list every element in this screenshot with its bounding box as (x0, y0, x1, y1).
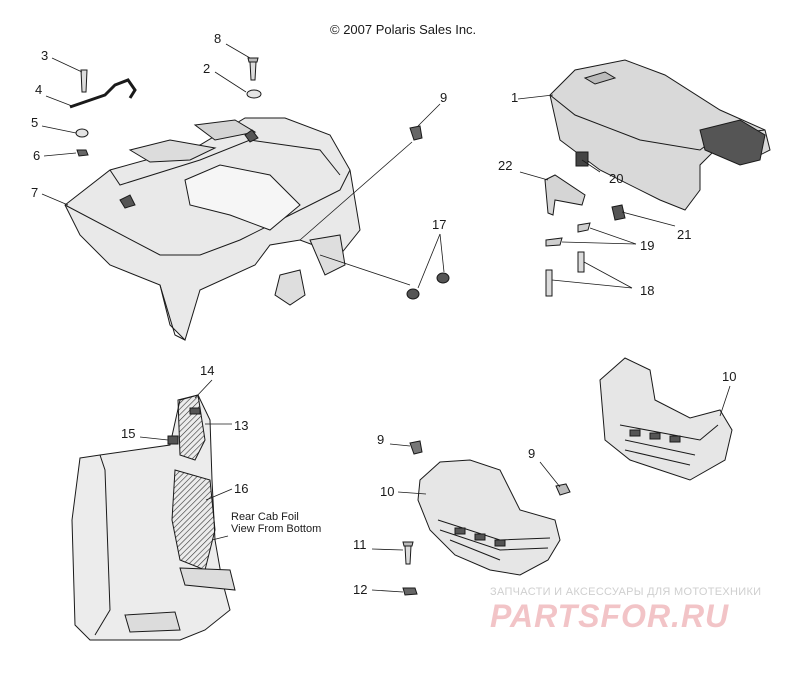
callout-1: 1 (511, 90, 519, 105)
foil-view-note-line1: Rear Cab Foil (231, 511, 299, 523)
callout-9-center: 9 (377, 432, 385, 447)
callout-7: 7 (31, 185, 39, 200)
callout-18: 18 (640, 283, 655, 298)
callout-10-center: 10 (380, 484, 395, 499)
watermark-tagline: ЗАПЧАСТИ И АКСЕССУАРЫ ДЛЯ МОТОТЕХНИКИ (490, 586, 762, 598)
callout-20: 20 (609, 171, 624, 186)
watermark-logo: PARTSFOR.RU (490, 598, 730, 634)
rear-cab-fender (64, 117, 361, 341)
copyright-text: © 2007 Polaris Sales Inc. (330, 22, 477, 37)
callout-21: 21 (677, 227, 692, 242)
hardware-top-left (69, 57, 450, 300)
callout-13: 13 (234, 418, 249, 433)
callout-2: 2 (203, 61, 211, 76)
callout-9-right: 9 (528, 446, 536, 461)
foil-view-note: Rear Cab Foil View From Bottom (231, 511, 321, 535)
callout-10-right: 10 (722, 369, 737, 384)
foil-view-note-line2: View From Bottom (231, 523, 322, 535)
callout-15: 15 (121, 426, 136, 441)
callout-17: 17 (432, 217, 447, 232)
rear-cab-foil (71, 394, 236, 641)
callout-22: 22 (498, 158, 513, 173)
callout-14: 14 (200, 363, 215, 378)
callout-3: 3 (41, 48, 49, 63)
leader-lines (41, 43, 731, 593)
callout-11: 11 (353, 537, 367, 552)
callout-6: 6 (33, 148, 41, 163)
callout-12: 12 (353, 582, 368, 597)
seat (544, 59, 771, 297)
callout-16: 16 (234, 481, 249, 496)
callout-9-top: 9 (440, 90, 448, 105)
callout-8: 8 (214, 31, 222, 46)
callout-19: 19 (640, 238, 655, 253)
footwell-center (402, 440, 571, 596)
callout-4: 4 (35, 82, 43, 97)
footwell-right (599, 357, 733, 481)
callout-5: 5 (31, 115, 39, 130)
